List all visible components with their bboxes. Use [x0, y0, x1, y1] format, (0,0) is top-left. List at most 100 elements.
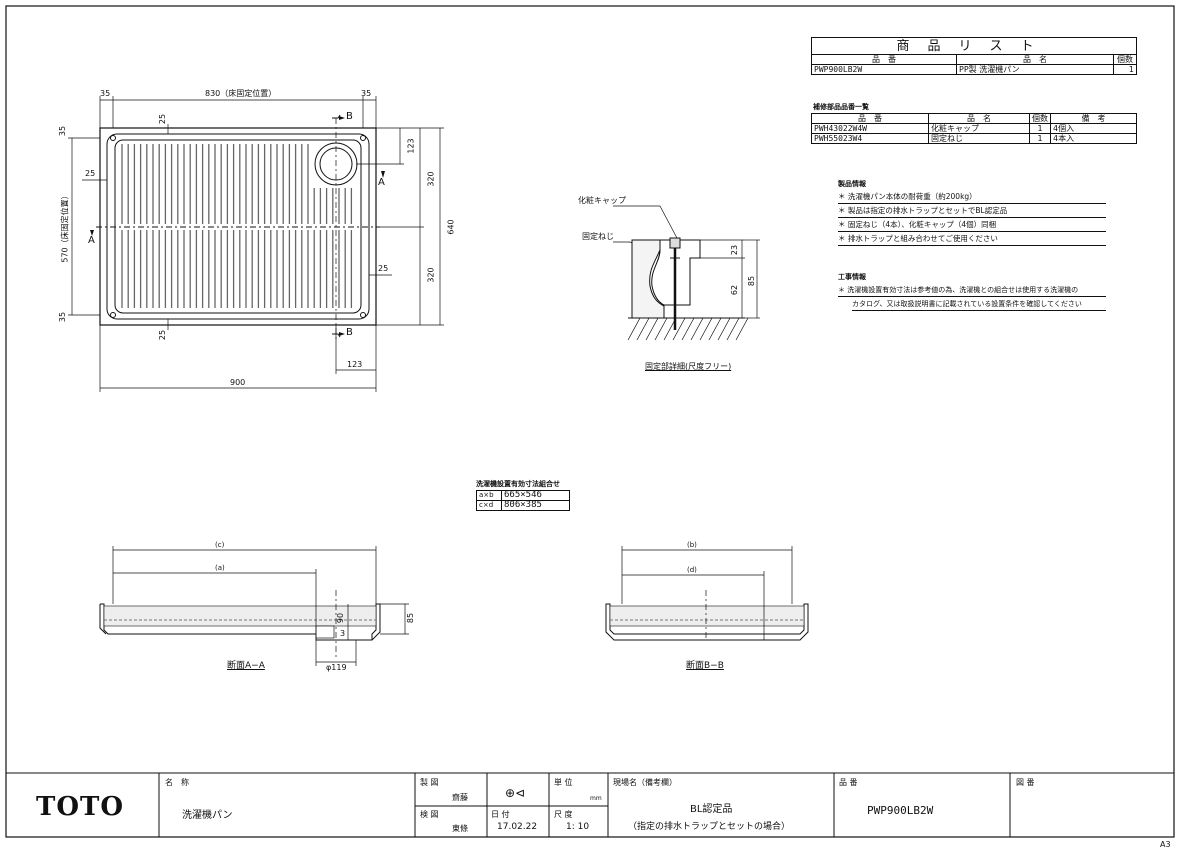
parts-list-heading: 補修部品品番一覧	[813, 103, 869, 111]
plan-dim-830: 830（床固定位置）	[205, 89, 277, 98]
product-list-title: 商品リスト	[811, 37, 1137, 55]
detail-cap-label: 化粧キャップ	[578, 196, 626, 205]
plan-dim-570: 570（床固定位置）	[60, 191, 70, 263]
section-bb-label-d: (d)	[687, 566, 697, 574]
site-value-2: （指定の排水トラップとセットの場合）	[628, 822, 791, 832]
parts-col-biko: 備 考	[1050, 113, 1137, 124]
section-aa-label-c: (c)	[215, 541, 225, 549]
product-info-note: ＊ 排水トラップと組み合わせてご使用ください	[838, 233, 1106, 246]
toto-logo: TOTO	[36, 792, 124, 822]
section-bb-caption: 断面B−B	[686, 661, 724, 671]
plan-view	[68, 96, 444, 392]
effective-dims-key: c×d	[476, 500, 502, 511]
construction-info-note: カタログ、又は取扱説明書に記載されている設置条件を確認してください	[852, 298, 1106, 311]
parts-col-kosu: 個数	[1029, 113, 1051, 124]
product-info-note: ＊ 洗濯機パン本体の耐荷重（約200kg）	[838, 191, 1106, 204]
plan-dim-35-right: 35	[361, 89, 372, 98]
section-bb-label-b: (b)	[687, 541, 697, 549]
detail-dim-23: 23	[730, 244, 740, 256]
section-bb	[605, 546, 809, 641]
plan-dim-35-left: 35	[100, 89, 111, 98]
plan-dim-640: 640	[446, 219, 456, 235]
date-value: 17.02.22	[497, 822, 538, 832]
product-list-hinban: PWP900LB2W	[811, 64, 957, 75]
plan-dim-35-bottom-left: 35	[58, 311, 68, 323]
plan-dim-320-top: 320	[426, 171, 436, 187]
drawn-label: 製 図	[420, 778, 439, 787]
parts-col-hinmei: 品 名	[928, 113, 1030, 124]
unit-value: mm	[590, 795, 602, 802]
section-aa-dim-phi: φ119	[326, 663, 347, 672]
fixing-detail	[613, 205, 760, 341]
name-value: 洗濯機パン	[182, 810, 233, 821]
detail-screw-label: 固定ねじ	[582, 232, 614, 241]
plan-section-b-top: B	[346, 111, 353, 122]
name-label: 名 称	[165, 778, 189, 787]
plan-section-a-right: A	[378, 177, 385, 188]
product-info-note: ＊ 製品は指定の排水トラップとセットでBL認定品	[838, 205, 1106, 218]
checked-label: 検 図	[420, 810, 439, 819]
parts-row-kosu: 1	[1029, 133, 1051, 144]
parts-row-hinban: PWH55023W4	[811, 133, 929, 144]
plan-dim-123-bottom: 123	[347, 360, 363, 369]
scale-value: 1: 10	[566, 822, 590, 832]
site-label: 現場名（備考欄）	[613, 778, 677, 787]
parts-row-hinmei: 化粧キャップ	[928, 123, 1030, 134]
construction-info-note: ＊ 洗濯機設置有効寸法は参考値の為、洗濯機との組合せは使用する洗濯機の	[838, 284, 1106, 297]
product-list-table: 商品リスト 品 番 品 名 個数 PWP900LB2W PP製 洗濯機パン 1	[811, 37, 1137, 75]
hinban-value: PWP900LB2W	[867, 804, 934, 817]
product-list-col-hinmei: 品 名	[956, 54, 1114, 65]
floor-hatch	[735, 317, 749, 341]
parts-row-biko: 4本入	[1050, 133, 1137, 144]
effective-dims-value: 806×385	[501, 500, 570, 511]
detail-dim-62: 62	[730, 284, 740, 296]
section-aa-label-a: (a)	[215, 564, 225, 572]
paper-size: A3	[1160, 840, 1171, 849]
effective-dims-key: a×b	[476, 490, 502, 501]
parts-row-hinmei: 固定ねじ	[928, 133, 1030, 144]
hinban-label: 品 番	[839, 778, 858, 787]
floor-hatch	[627, 317, 641, 341]
checked-by: 東條	[452, 824, 468, 833]
floor-hatch	[726, 317, 740, 341]
floor-hatch	[672, 317, 686, 341]
floor-hatch	[708, 317, 722, 341]
construction-info-heading: 工事情報	[838, 273, 866, 281]
plan-dim-25-right: 25	[378, 264, 389, 273]
floor-hatch	[645, 317, 659, 341]
floor-hatch	[654, 317, 668, 341]
parts-row-hinban: PWH43022W4W	[811, 123, 929, 134]
plan-section-b-bottom: B	[346, 327, 353, 338]
effective-dims-table: a×b 665×546 c×d 806×385	[476, 490, 570, 511]
product-list-col-hinban: 品 番	[811, 54, 957, 65]
effective-dims-title: 洗濯機設置有効寸法組合せ	[476, 480, 560, 488]
plan-dim-25-bottom: 25	[158, 329, 168, 341]
section-aa-dim-90: 90	[336, 612, 346, 624]
unit-label: 単 位	[554, 778, 573, 787]
detail-caption: 固定部詳細(尺度フリー)	[645, 362, 732, 371]
product-info-heading: 製品情報	[838, 180, 866, 188]
floor-hatch	[681, 317, 695, 341]
parts-col-hinban: 品 番	[811, 113, 929, 124]
site-value-1: BL認定品	[690, 804, 733, 815]
floor-hatch	[663, 317, 677, 341]
projection-symbol-icon: ⊕⊲	[505, 786, 526, 800]
plan-dim-35-top-left: 35	[58, 125, 68, 137]
plan-dim-123-right: 123	[406, 138, 416, 154]
section-aa-dim-3: 3	[340, 629, 346, 638]
drawn-by: 齋藤	[452, 793, 468, 802]
product-list-hinmei: PP製 洗濯機パン	[956, 64, 1114, 75]
plan-dim-900: 900	[230, 378, 246, 387]
parts-list-table: 品 番 品 名 個数 備 考 PWH43022W4W 化粧キャップ 1 4個入 …	[811, 113, 1137, 144]
floor-hatch	[699, 317, 713, 341]
section-aa-caption: 断面A−A	[227, 661, 265, 671]
product-list-col-kosu: 個数	[1113, 54, 1137, 65]
date-label: 日 付	[491, 810, 510, 819]
effective-dims-value: 665×546	[501, 490, 570, 501]
detail-dim-85: 85	[747, 275, 757, 287]
product-info-note: ＊ 固定ねじ（4本）、化粧キャップ（4個）同梱	[838, 219, 1106, 232]
parts-row-biko: 4個入	[1050, 123, 1137, 134]
section-aa-dim-85: 85	[406, 612, 416, 624]
floor-hatch	[717, 317, 731, 341]
